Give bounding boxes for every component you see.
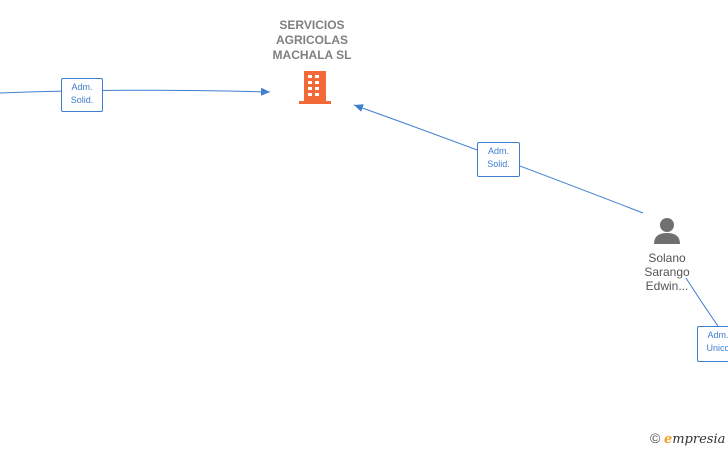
- brand-logo-text: mpresia: [672, 432, 726, 447]
- person-icon[interactable]: [654, 218, 680, 244]
- edge-line-left: [0, 87, 271, 96]
- copyright-symbol: ©: [650, 430, 661, 446]
- brand-logo-initial: e: [663, 432, 673, 447]
- company-name[interactable]: SERVICIOS AGRICOLAS MACHALA SL: [272, 18, 352, 62]
- building-icon[interactable]: [299, 71, 331, 104]
- brand-watermark[interactable]: © empresia: [650, 430, 725, 447]
- edge-label-adm-unico: Adm. Unico: [697, 326, 728, 362]
- person-name[interactable]: Solano Sarango Edwin...: [644, 251, 690, 293]
- edge-label-adm-solid: Adm. Solid.: [61, 78, 103, 112]
- brand-logo[interactable]: empresia: [664, 432, 725, 447]
- edge-label-adm-solid: Adm. Solid.: [477, 142, 520, 177]
